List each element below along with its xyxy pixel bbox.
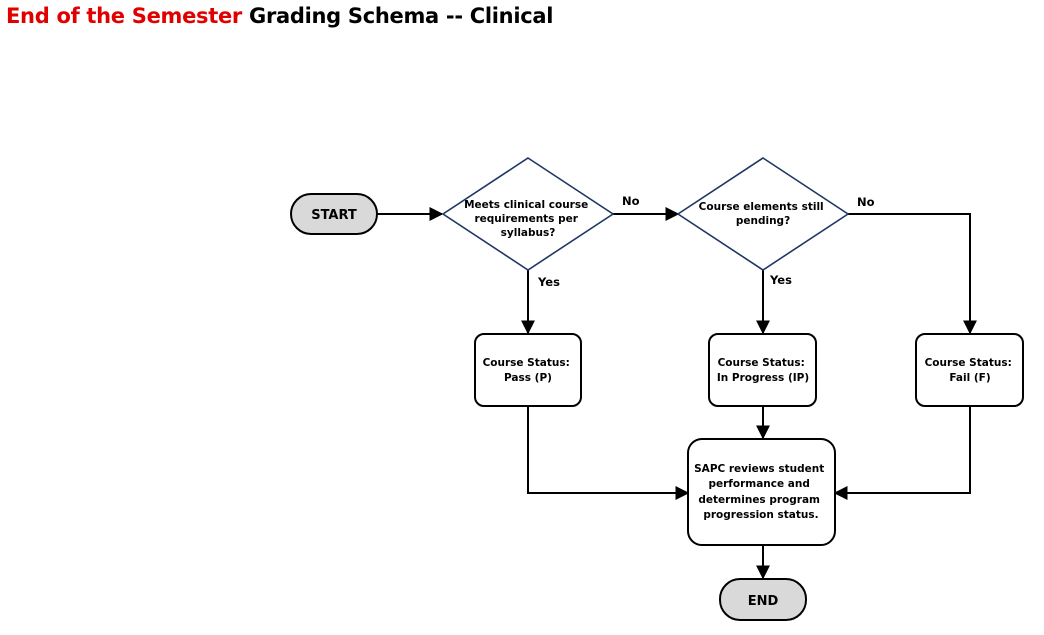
fail-line-2: Fail (F) <box>949 372 990 384</box>
start-node: START <box>290 193 378 235</box>
decision2-line-1: Course elements still <box>699 201 824 213</box>
pass-line-1: Course Status: <box>483 357 570 369</box>
decision1-text: Meets clinical course requirements per s… <box>464 199 592 239</box>
decision1-line-2: requirements per <box>474 213 578 225</box>
decision2-yes-label: Yes <box>769 273 792 287</box>
decision2-node: Course elements still pending? <box>676 157 850 271</box>
end-label: END <box>748 594 779 609</box>
decision1-line-3: syllabus? <box>501 227 556 239</box>
decision1-no-label: No <box>622 194 640 208</box>
end-node: END <box>719 578 807 621</box>
decision1-yes-label: Yes <box>537 275 560 289</box>
sapc-node: SAPC reviews student performance and det… <box>687 438 836 546</box>
fail-line-1: Course Status: <box>925 357 1012 369</box>
start-label: START <box>311 208 357 223</box>
pass-node: Course Status: Pass (P) <box>474 333 582 407</box>
pass-line-2: Pass (P) <box>504 372 552 384</box>
in-progress-text: Course Status: In Progress (IP) <box>717 357 809 384</box>
decision2-line-2: pending? <box>736 215 790 227</box>
in-progress-node: Course Status: In Progress (IP) <box>708 333 817 407</box>
edge-fail-to-sapc <box>833 406 971 500</box>
sapc-line-4: progression status. <box>703 509 818 521</box>
fail-node: Course Status: Fail (F) <box>915 333 1024 407</box>
sapc-line-3: determines program <box>698 494 820 506</box>
decision2-text: Course elements still pending? <box>699 201 828 227</box>
in-progress-line-1: Course Status: <box>718 357 805 369</box>
decision1-node: Meets clinical course requirements per s… <box>441 157 615 271</box>
title-rest: Grading Schema -- Clinical <box>242 4 554 28</box>
decision1-line-1: Meets clinical course <box>464 199 588 211</box>
page-title: End of the Semester Grading Schema -- Cl… <box>6 4 553 28</box>
sapc-line-2: performance and <box>708 478 809 490</box>
pass-text: Course Status: Pass (P) <box>483 357 574 384</box>
in-progress-line-2: In Progress (IP) <box>717 372 809 384</box>
edge-decision2-no <box>848 213 977 335</box>
connectors <box>377 207 977 580</box>
decision2-no-label: No <box>857 195 875 209</box>
sapc-text: SAPC reviews student performance and det… <box>694 463 828 521</box>
fail-text: Course Status: Fail (F) <box>925 357 1016 384</box>
sapc-line-1: SAPC reviews student <box>694 463 824 475</box>
edge-pass-to-sapc <box>527 406 690 500</box>
title-accent: End of the Semester <box>6 4 242 28</box>
